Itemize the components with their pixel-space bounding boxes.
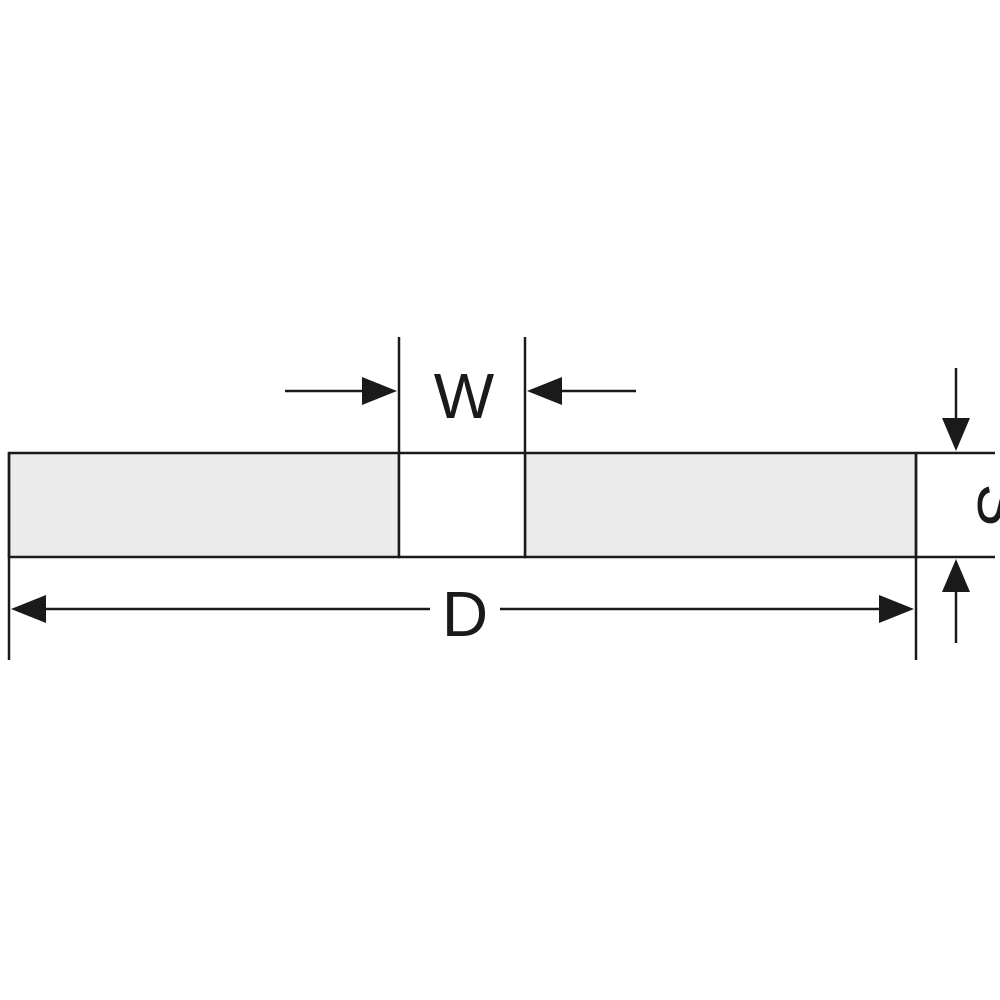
s-label: S (964, 484, 1000, 527)
washer-section-left (7, 451, 401, 559)
d-arrow-left-head (11, 595, 46, 623)
w-label: W (434, 360, 495, 432)
d-arrow-right-head (879, 595, 914, 623)
s-arrow-bottom-head (942, 559, 970, 592)
washer-section-right (523, 451, 918, 559)
d-label: D (442, 578, 488, 650)
w-arrow-left-head (362, 377, 397, 405)
w-arrow-right-head (527, 377, 562, 405)
washer-hole (397, 451, 527, 559)
s-arrow-top-head (942, 418, 970, 451)
